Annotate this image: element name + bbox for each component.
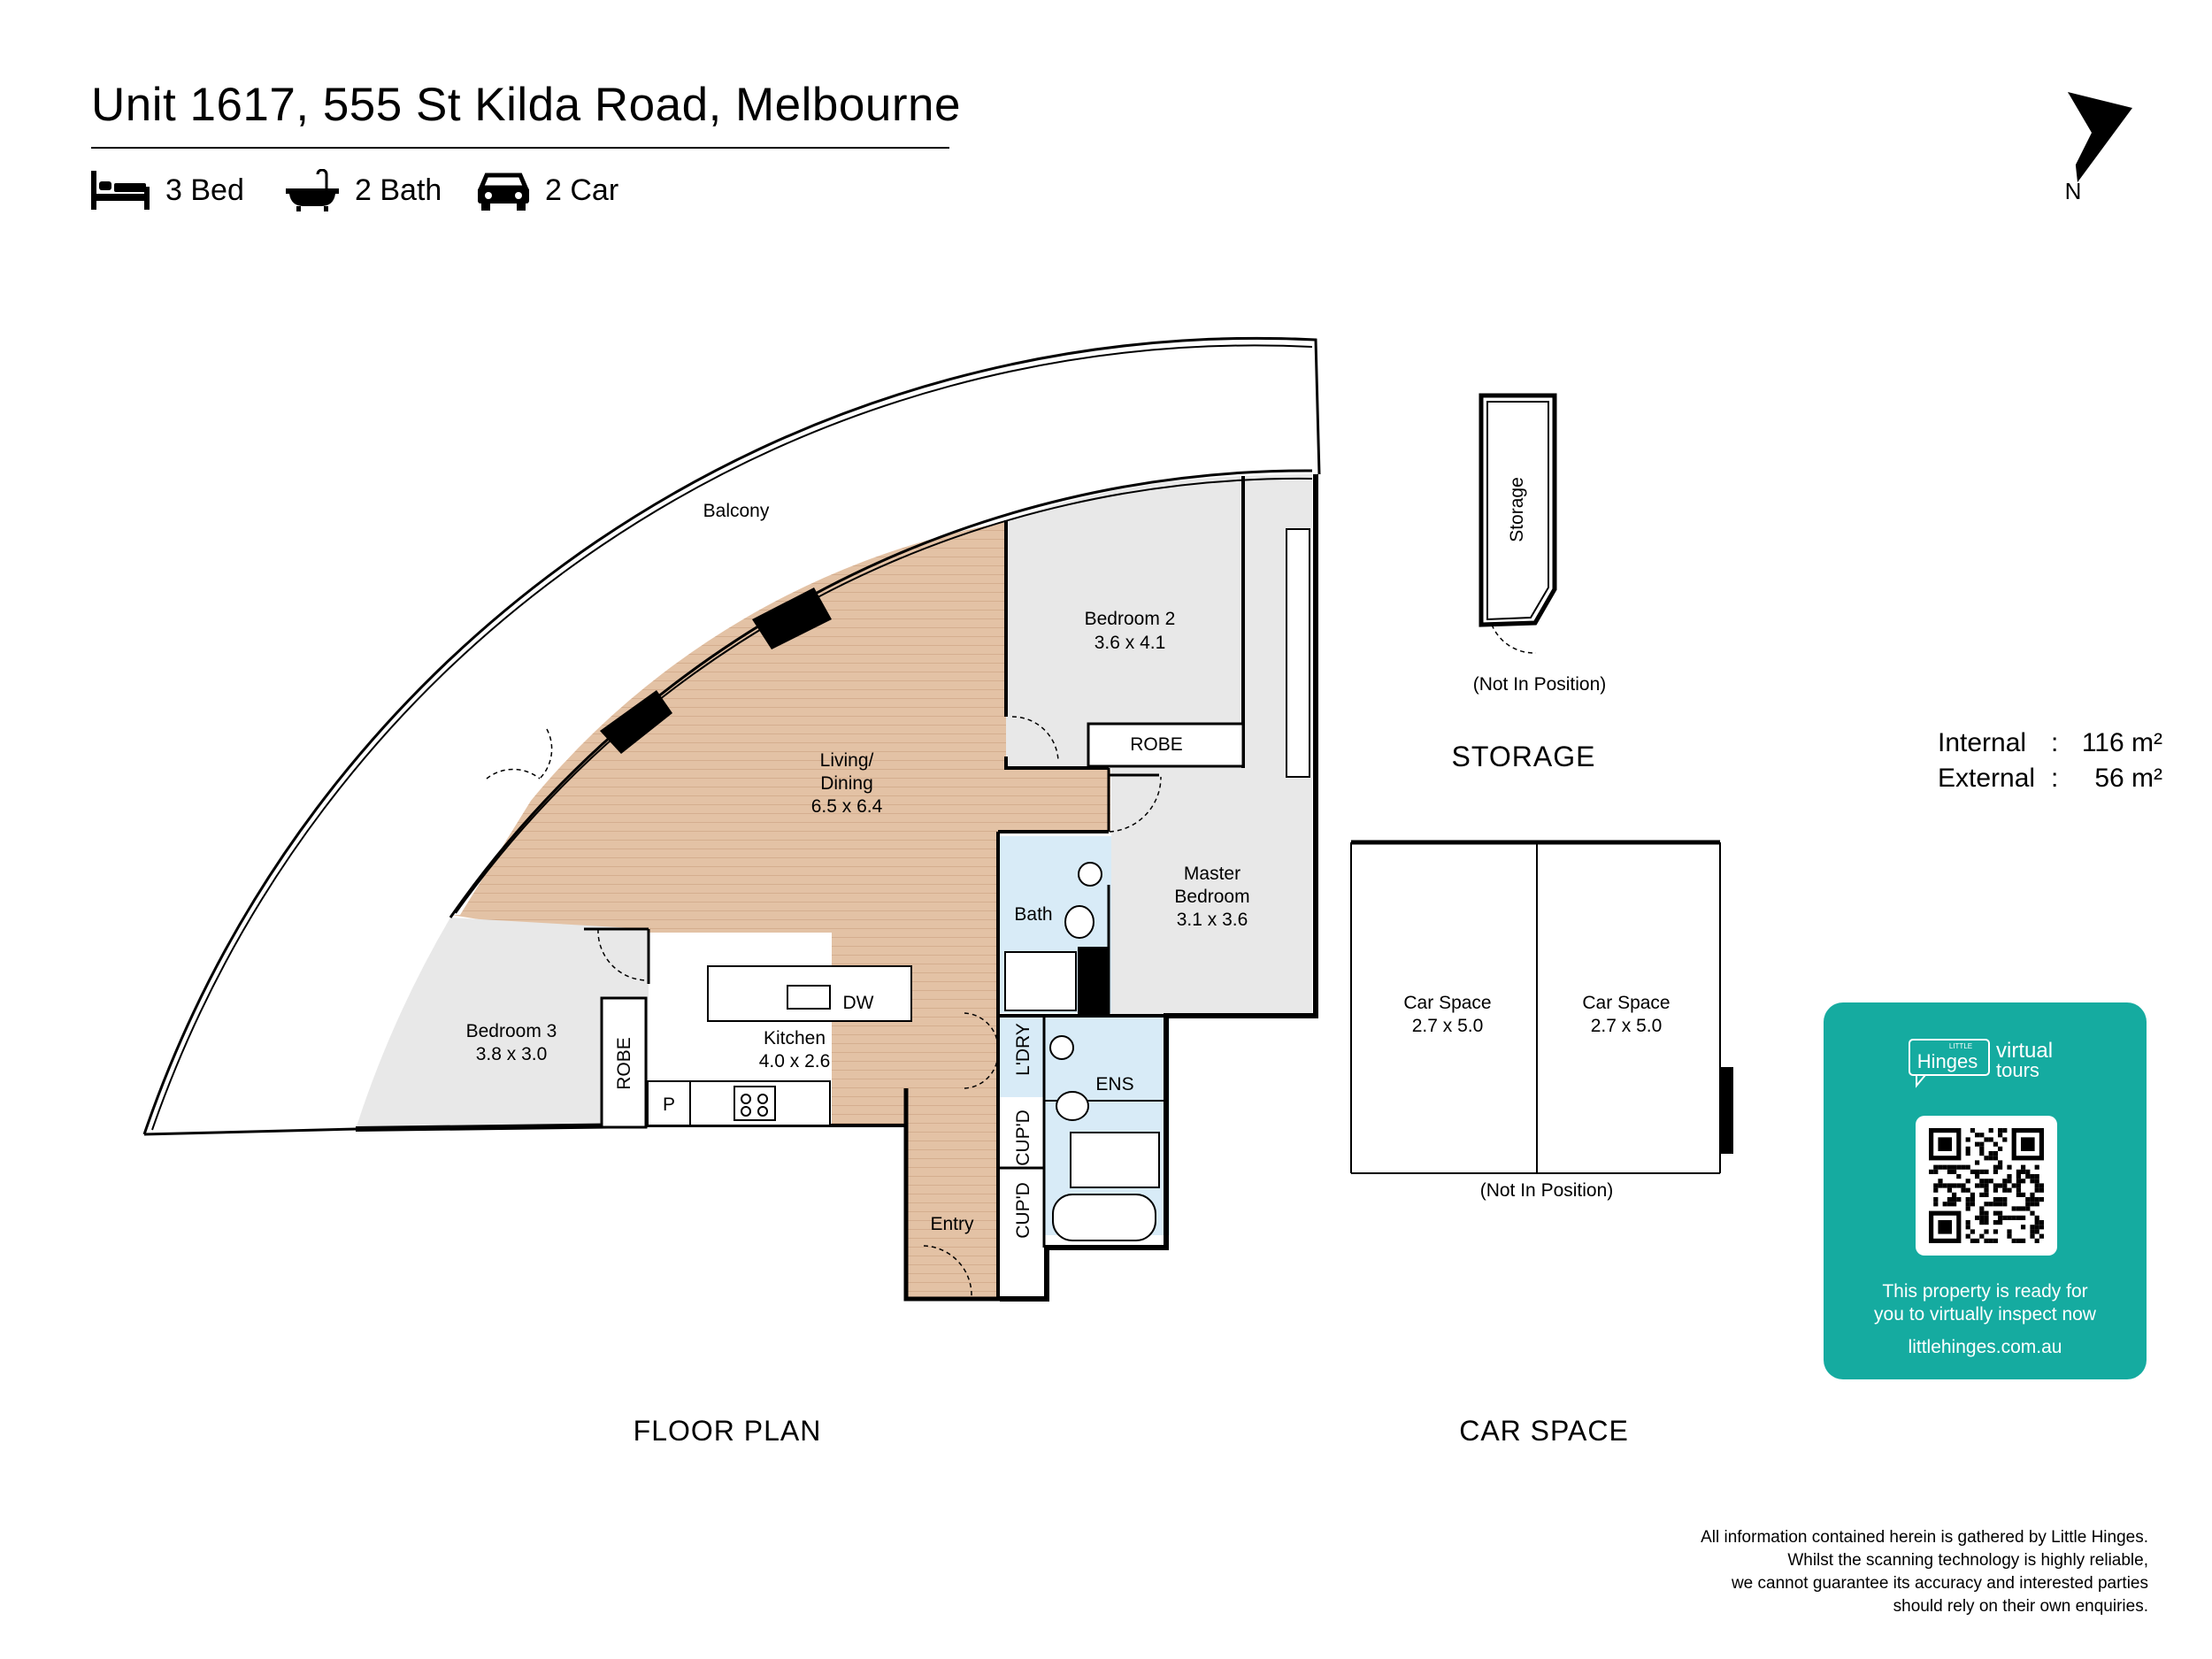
car-space-1-size: 2.7 x 5.0 [1412,1016,1484,1036]
bathtub-fixture [1052,1194,1156,1241]
virtual-tour-url[interactable]: littlehinges.com.au [1908,1337,2062,1357]
robe-bedroom-2 [1087,722,1245,768]
ensuite-toilet-icon [1056,1091,1089,1121]
sink-icon [787,985,831,1010]
cupboard-2-label: CUP'D [1013,1182,1033,1239]
bedrooms-feature: 3 Bed [91,168,244,212]
kitchen-size: 4.0 x 2.6 [759,1051,831,1071]
balcony: Balcony [142,336,1321,1136]
qr-code[interactable] [1916,1116,2057,1256]
bedroom-3-size: 3.8 x 3.0 [476,1044,548,1064]
car-spaces: Car Space 2.7 x 5.0 Car Space 2.7 x 5.0 [1350,840,1733,1174]
kitchen-name: Kitchen [764,1028,826,1048]
robe-bedroom-3 [600,996,648,1129]
virtual-tour-message-line1: This property is ready for [1882,1281,2088,1302]
logo-mark-icon: LITTLE Hinges virtual tours [1909,1039,2053,1088]
pantry-label: P [663,1094,675,1115]
north-arrow-icon: N [2065,92,2132,204]
robe-bedroom-3-label: ROBE [614,1037,634,1090]
entry-label: Entry [930,1214,974,1234]
virtual-tour-message: This property is ready for you to virtua… [1824,1280,2147,1326]
storage-label: Storage [1507,477,1527,542]
disclaimer-line2: Whilst the scanning technology is highly… [1787,1551,2148,1570]
car-space-2-size: 2.7 x 5.0 [1591,1016,1663,1036]
virtual-tour-message-line2: you to virtually inspect now [1874,1304,2096,1325]
logo-line1: virtual [1996,1039,2053,1063]
external-area-row: External : 56 m² [1938,761,2162,796]
logo-line2: tours [1996,1059,2039,1081]
walls [355,469,1318,1302]
title-underline [91,147,949,149]
little-hinges-logo: LITTLE Hinges virtual tours [1908,1031,2076,1093]
cupboard-1-label: CUP'D [1013,1110,1033,1166]
storage-heading: STORAGE [1452,741,1596,772]
master-bedroom-name-line2: Bedroom [1174,887,1249,907]
car-space-2-name: Car Space [1582,993,1670,1013]
bedroom-2-name: Bedroom 2 [1085,609,1176,629]
storage-note: (Not In Position) [1473,674,1607,695]
living-name-line2: Dining [820,773,873,794]
facade-column-2 [752,588,832,649]
facade-column-1 [600,690,672,754]
storage-cage: Storage [1479,393,1557,654]
master-bedroom-floor [1111,474,1312,1016]
internal-area-value: 116 m² [2081,728,2162,757]
disclaimer-line1: All information contained herein is gath… [1701,1528,2148,1547]
car-space-note: (Not In Position) [1480,1180,1614,1201]
disclaimer-line3: we cannot guarantee its accuracy and int… [1731,1574,2148,1593]
ensuite-label: ENS [1095,1074,1133,1094]
disclaimer: All information contained herein is gath… [1440,1526,2148,1618]
cupboard-area [1000,1097,1044,1248]
internal-area-label: Internal [1938,728,2027,757]
master-robe-inset [1286,528,1310,778]
bathrooms-feature: 2 Bath [286,168,442,212]
entry-floor [908,1088,1000,1299]
floor-plan-heading: FLOOR PLAN [634,1415,822,1447]
wall-block [1078,947,1110,1014]
car-icon [478,173,529,211]
bedroom-2-size: 3.6 x 4.1 [1094,633,1166,653]
living-name-line1: Living/ [820,750,874,771]
disclaimer-line4: should rely on their own enquiries. [1893,1597,2148,1616]
laundry-label: L'DRY [1013,1023,1033,1076]
robe-bedroom-2-label: ROBE [1130,734,1183,755]
internal-area-row: Internal : 116 m² [1938,726,2162,761]
bed-icon [91,171,150,210]
external-area-label: External [1938,764,2036,793]
toilet-icon [1064,905,1094,939]
page-title: Unit 1617, 555 St Kilda Road, Melbourne [91,79,961,131]
bathtub-icon [286,169,339,211]
bath-label: Bath [1014,904,1052,925]
shower-icon [1004,951,1077,1011]
car-space-heading: CAR SPACE [1459,1415,1629,1447]
bedroom-2-floor [1006,476,1246,768]
car-space-1-name: Car Space [1403,993,1491,1013]
virtual-tour-card[interactable]: LITTLE Hinges virtual tours This propert… [1824,1002,2147,1379]
living-size: 6.5 x 6.4 [811,796,883,817]
master-bedroom-size: 3.1 x 3.6 [1177,910,1248,930]
bedroom-3-name: Bedroom 3 [466,1021,557,1041]
ensuite-shower-icon [1070,1132,1160,1188]
bathrooms-label: 2 Bath [355,173,442,207]
basin-icon [1078,862,1102,887]
bedrooms-label: 3 Bed [165,173,244,207]
cooktop-icon [733,1086,776,1121]
door-swings [486,716,1162,1298]
ensuite-basin-icon [1049,1035,1074,1060]
bedroom-3-floor [356,918,649,1129]
master-bedroom-name-line1: Master [1184,864,1240,884]
car-parks-feature: 2 Car [478,168,618,212]
logo-small-text: LITTLE [1949,1042,1972,1050]
area-summary: Internal : 116 m² External : 56 m² [1938,726,2162,796]
external-area-value: 56 m² [2094,764,2162,793]
car-parks-label: 2 Car [545,173,619,207]
balcony-label: Balcony [703,501,770,521]
north-label: N [2065,178,2082,204]
dishwasher-label: DW [843,993,874,1013]
qr-code-icon [1929,1128,2044,1243]
logo-brand-text: Hinges [1917,1050,1978,1072]
